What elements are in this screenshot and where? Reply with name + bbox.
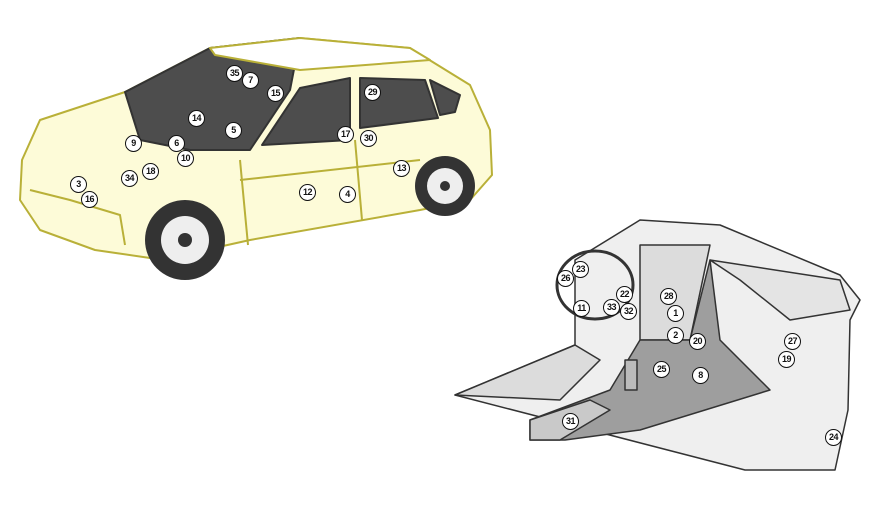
callout-marker: 8 [692, 367, 709, 384]
callout-marker: 24 [825, 429, 842, 446]
callout-marker: 29 [364, 84, 381, 101]
callout-marker: 27 [784, 333, 801, 350]
callout-marker: 32 [620, 303, 637, 320]
callout-marker: 17 [337, 126, 354, 143]
callout-marker: 34 [121, 170, 138, 187]
callout-marker: 4 [339, 186, 356, 203]
callout-marker: 22 [616, 286, 633, 303]
callout-marker: 25 [653, 361, 670, 378]
callout-marker: 18 [142, 163, 159, 180]
callout-marker: 15 [267, 85, 284, 102]
callout-marker: 11 [573, 300, 590, 317]
callout-marker: 9 [125, 135, 142, 152]
callout-marker: 30 [360, 130, 377, 147]
car-wheels [145, 156, 475, 280]
callout-marker: 5 [225, 122, 242, 139]
callout-marker: 12 [299, 184, 316, 201]
callout-marker: 7 [242, 72, 259, 89]
callout-marker: 3 [70, 176, 87, 193]
callout-marker: 14 [188, 110, 205, 127]
dashboard-illustration [454, 219, 861, 471]
callout-marker: 35 [226, 65, 243, 82]
callout-marker: 10 [177, 150, 194, 167]
callout-marker: 1 [667, 305, 684, 322]
callout-marker: 19 [778, 351, 795, 368]
car-illustration [19, 37, 493, 259]
callout-marker: 2 [667, 327, 684, 344]
callout-marker: 6 [168, 135, 185, 152]
callout-marker: 33 [603, 299, 620, 316]
callout-marker: 26 [557, 270, 574, 287]
callout-marker: 28 [660, 288, 677, 305]
callout-marker: 23 [572, 261, 589, 278]
callout-marker: 13 [393, 160, 410, 177]
callout-marker: 20 [689, 333, 706, 350]
callout-marker: 31 [562, 413, 579, 430]
callout-marker: 16 [81, 191, 98, 208]
